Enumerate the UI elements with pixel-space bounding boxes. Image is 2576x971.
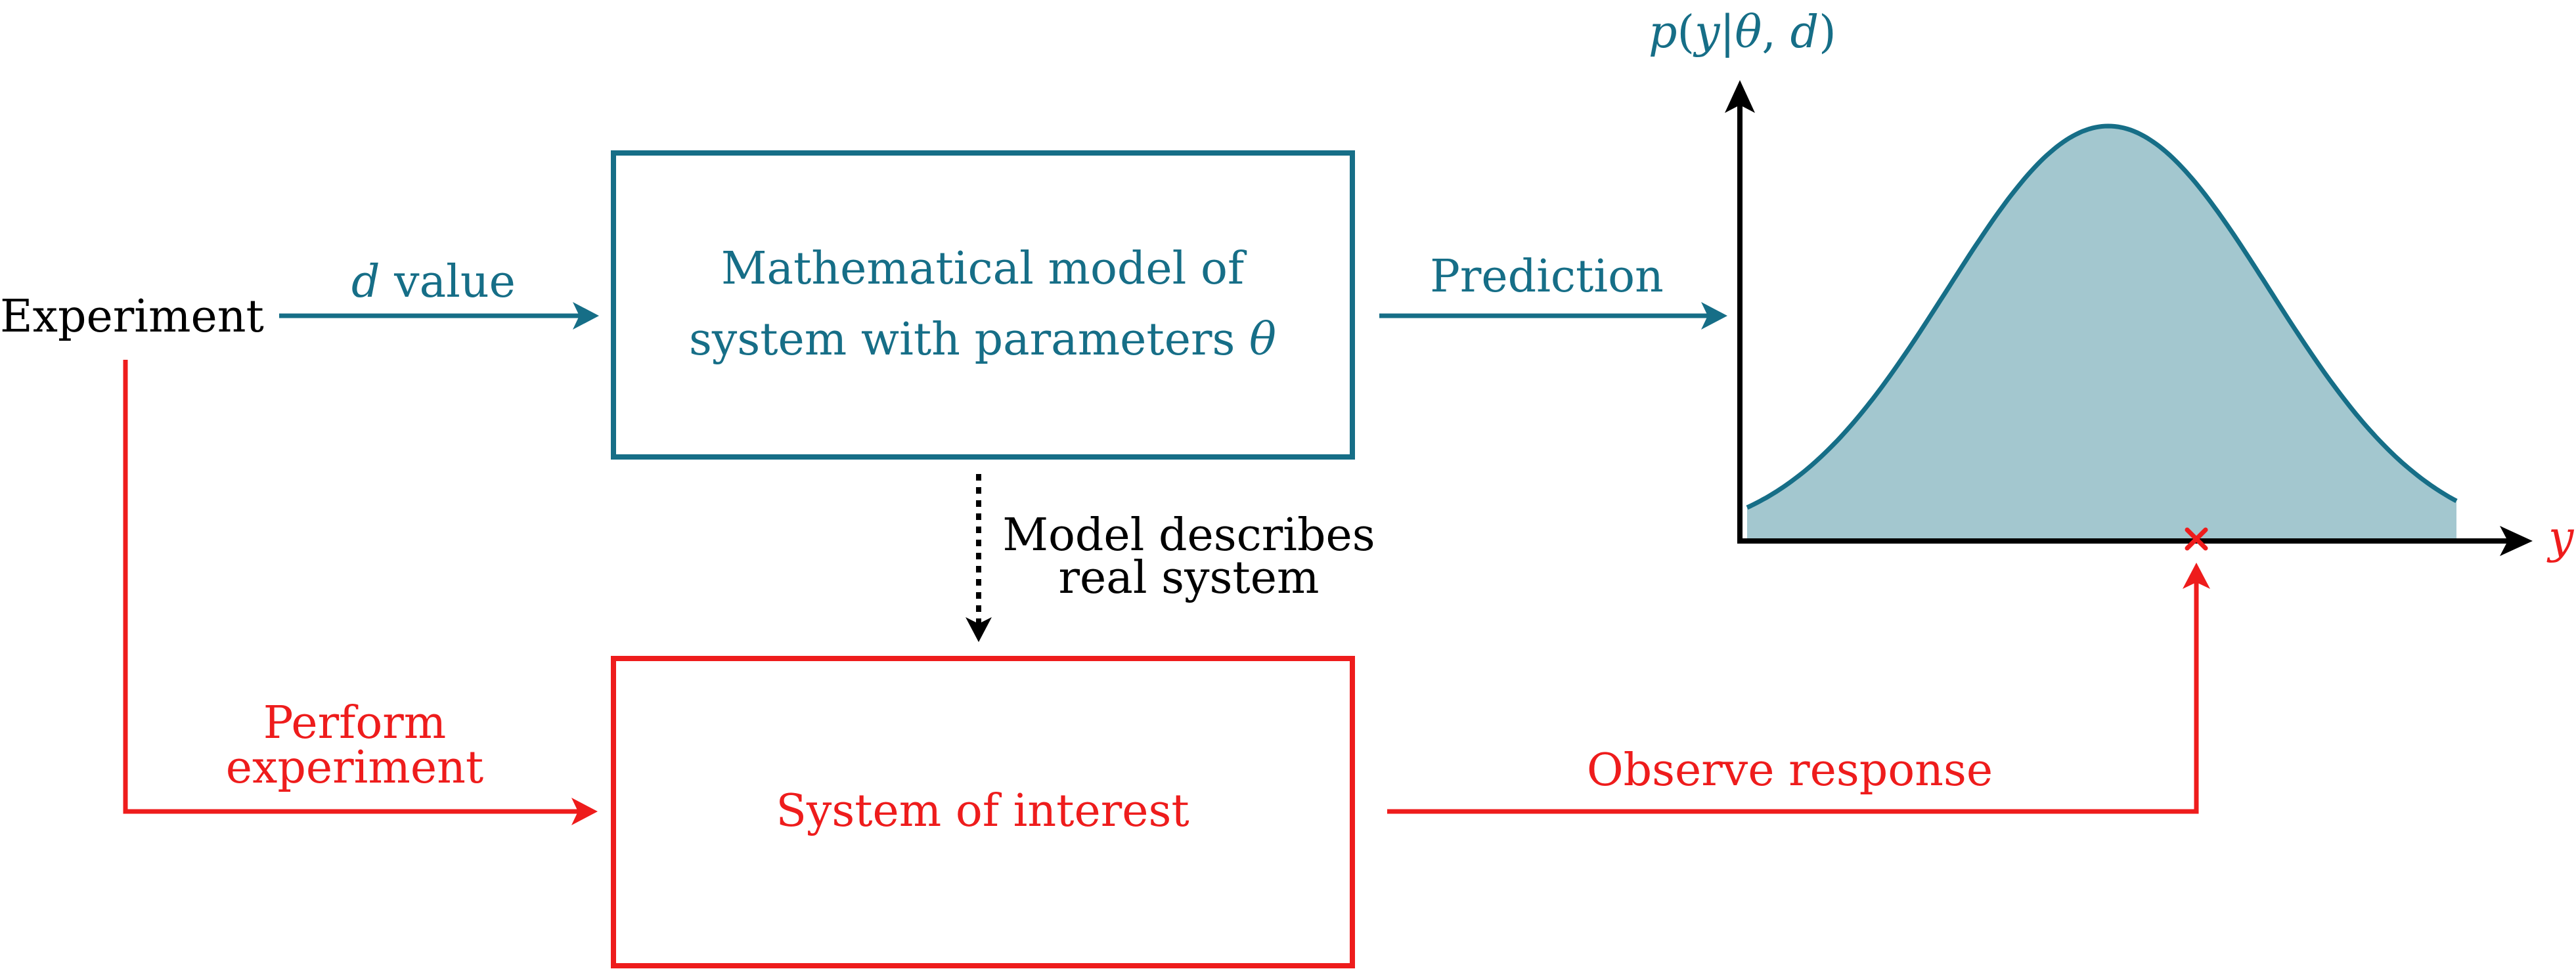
model-describes-line2: real system bbox=[1059, 552, 1320, 604]
y-axis-label: y bbox=[2546, 512, 2575, 564]
prediction-label: Prediction bbox=[1430, 251, 1664, 303]
experiment-label: Experiment bbox=[0, 291, 264, 343]
model-describes-arrow bbox=[966, 474, 992, 642]
prediction-density-plot: p(y|θ, d) y bbox=[1649, 7, 2575, 564]
y-axis-arrowhead bbox=[2500, 526, 2533, 556]
prediction-arrow bbox=[1379, 302, 1727, 330]
d-value-label: d value bbox=[351, 256, 516, 308]
perform-experiment-arrow bbox=[123, 360, 598, 825]
density-curve-fill bbox=[1747, 126, 2456, 541]
system-box bbox=[611, 656, 1355, 968]
model-describes-line1: Model describes bbox=[1002, 509, 1375, 561]
model-box-line2: system with parameters θ bbox=[689, 314, 1276, 366]
density-axis-label: p(y|θ, d) bbox=[1649, 7, 1836, 58]
density-axis-arrowhead bbox=[1725, 80, 1755, 113]
system-box-label: System of interest bbox=[776, 785, 1189, 837]
d-value-arrow bbox=[279, 302, 599, 330]
observe-response-arrow bbox=[1387, 563, 2210, 814]
density-curve bbox=[1746, 123, 2458, 510]
observation-x-mark bbox=[2185, 527, 2208, 551]
model-box-line1: Mathematical model of bbox=[721, 243, 1247, 295]
model-box bbox=[611, 150, 1355, 460]
observe-response-label: Observe response bbox=[1587, 744, 1993, 796]
perform-experiment-line2: experiment bbox=[226, 742, 483, 794]
perform-experiment-line1: Perform bbox=[263, 697, 447, 749]
